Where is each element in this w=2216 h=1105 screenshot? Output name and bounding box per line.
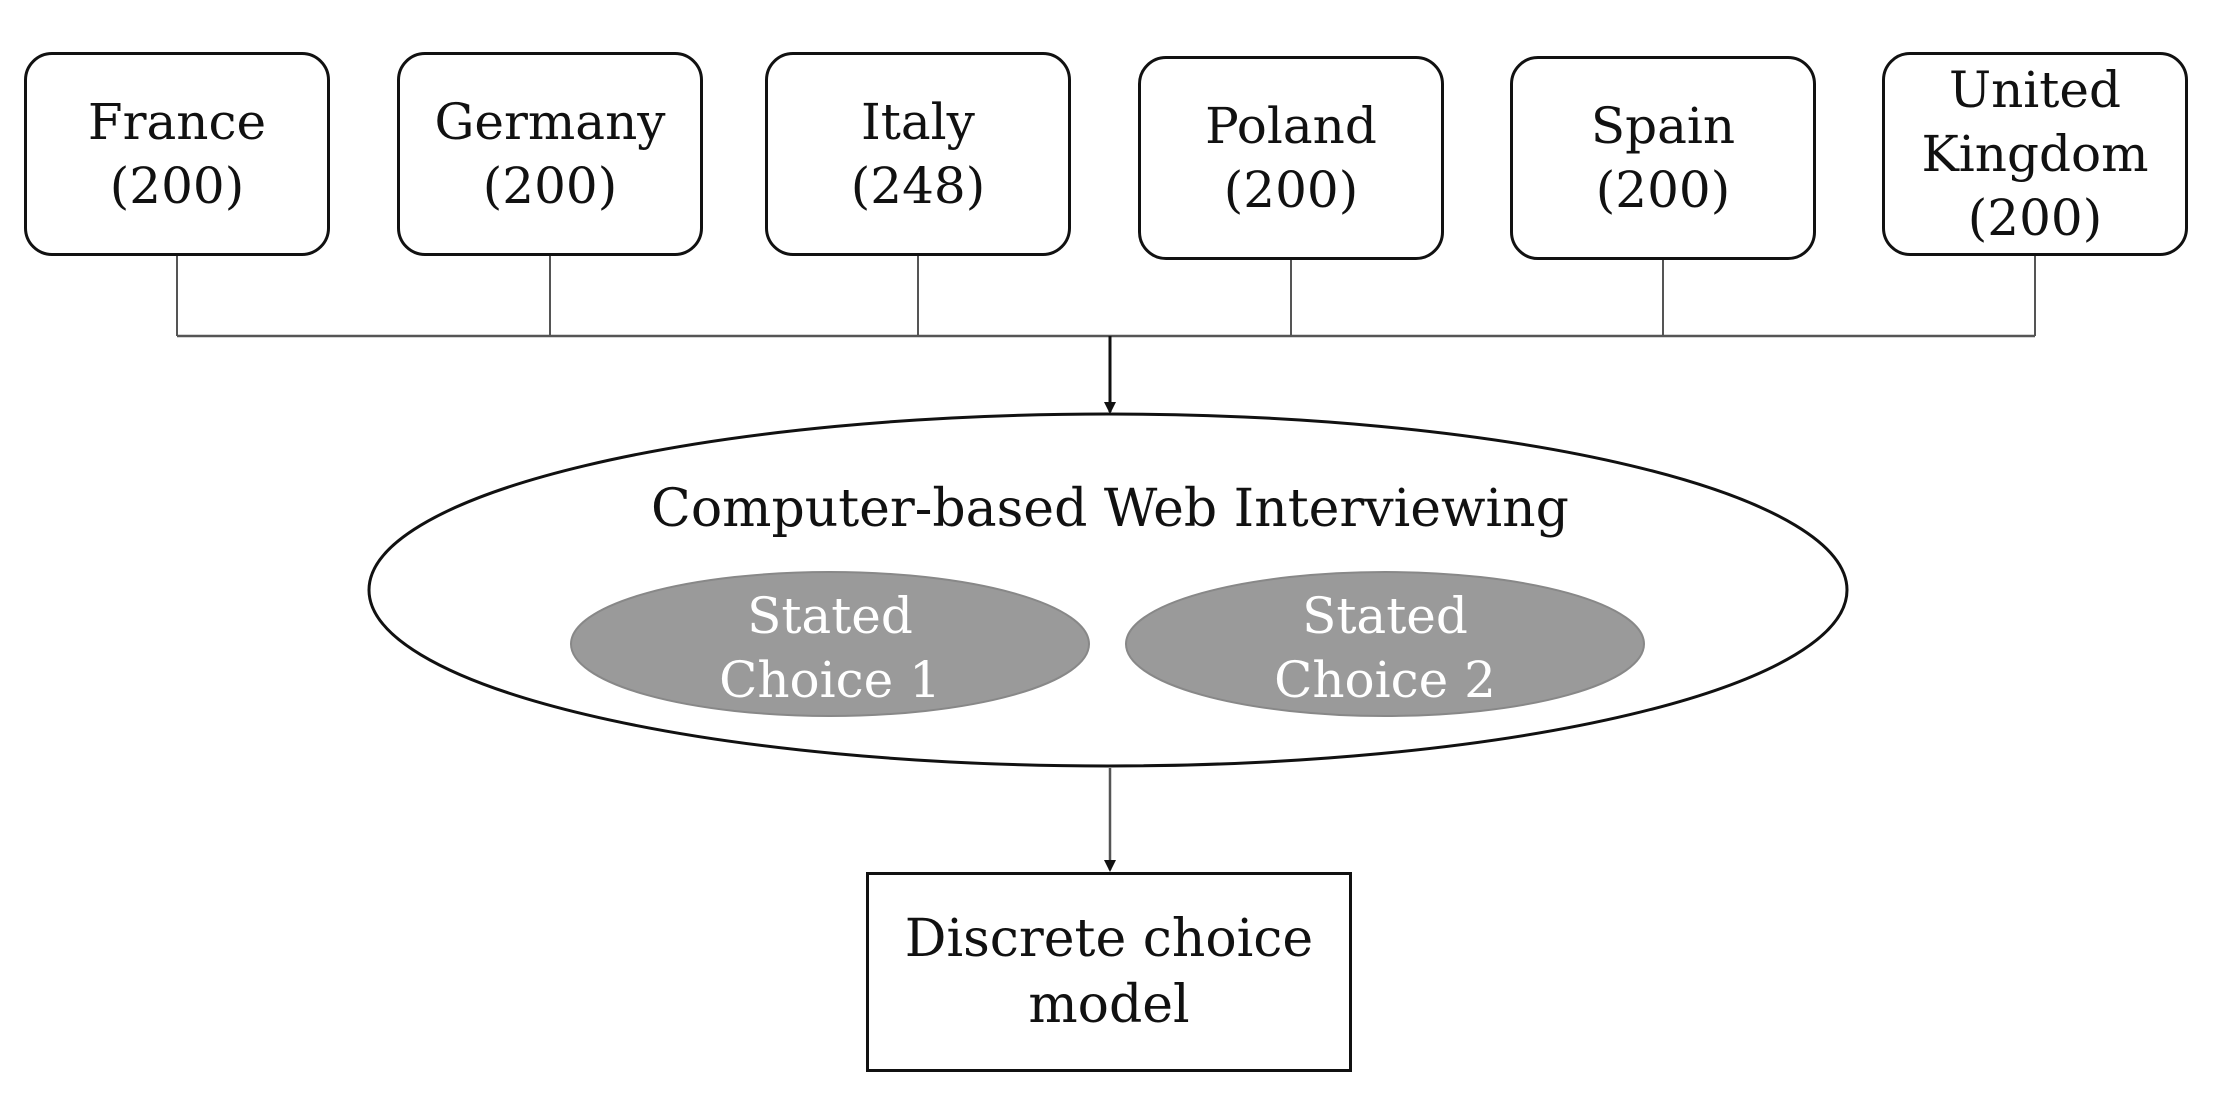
stated-choice-2-oval [1125, 571, 1645, 717]
stated-choice-1-label: Stated Choice 1 [570, 584, 1090, 712]
country-box-italy: Italy (248) [765, 52, 1071, 256]
stated-choice-1-line1: Stated [747, 587, 913, 645]
country-name: Italy [861, 93, 975, 151]
country-box-united-kingdom: United Kingdom (200) [1882, 52, 2188, 256]
country-count: (200) [109, 157, 245, 215]
country-name: Spain [1590, 97, 1736, 155]
country-name-line1: United [1948, 61, 2121, 119]
stated-choice-2-line2: Choice 2 [1274, 651, 1496, 709]
country-name: France [87, 93, 267, 151]
country-box-germany: Germany (200) [397, 52, 703, 256]
country-count: (200) [1967, 189, 2103, 247]
country-name-line2: Kingdom [1921, 125, 2149, 183]
country-box-spain: Spain (200) [1510, 56, 1816, 260]
stated-choice-2-line1: Stated [1302, 587, 1468, 645]
country-name: Poland [1205, 97, 1377, 155]
country-box-poland: Poland (200) [1138, 56, 1444, 260]
country-count: (200) [1595, 161, 1731, 219]
country-count: (200) [1223, 161, 1359, 219]
country-count: (248) [850, 157, 986, 215]
discrete-choice-model-box: Discrete choice model [866, 872, 1352, 1072]
model-label-line2: model [1028, 975, 1190, 1035]
model-label-line1: Discrete choice [904, 909, 1314, 969]
stated-choice-2-label: Stated Choice 2 [1125, 584, 1645, 712]
country-count: (200) [482, 157, 618, 215]
country-box-france: France (200) [24, 52, 330, 256]
stated-choice-1-oval [570, 571, 1090, 717]
country-name: Germany [434, 93, 666, 151]
interviewing-title: Computer-based Web Interviewing [651, 479, 1569, 539]
stated-choice-1-line2: Choice 1 [719, 651, 941, 709]
